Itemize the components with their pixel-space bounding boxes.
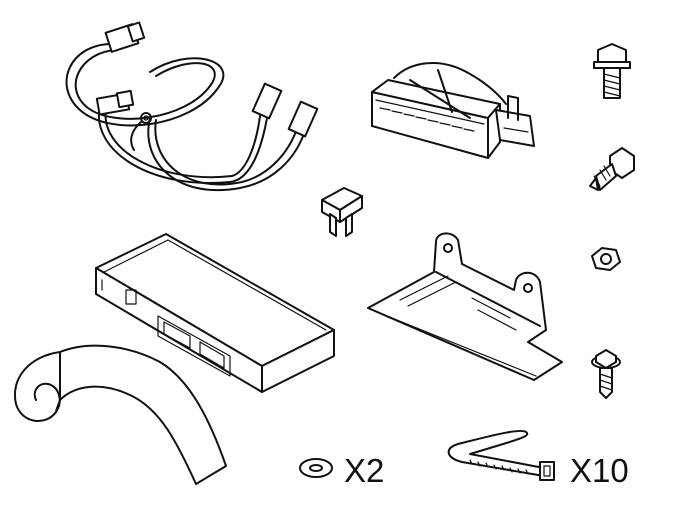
tape-icon bbox=[13, 344, 227, 485]
cable-tie-quantity: X10 bbox=[570, 452, 629, 489]
fuse-icon bbox=[321, 187, 363, 237]
bolt-icon bbox=[593, 43, 631, 99]
washer-icon bbox=[299, 458, 333, 478]
screw-icon-lower bbox=[591, 349, 621, 399]
wiring-harness-icon bbox=[65, 21, 319, 192]
nut-icon bbox=[591, 247, 621, 271]
cable-tie-icon bbox=[447, 429, 555, 481]
bracket-icon bbox=[367, 232, 563, 381]
washer-quantity: X2 bbox=[344, 452, 384, 489]
screw-icon bbox=[589, 147, 635, 191]
module-icon bbox=[95, 233, 335, 393]
connector-icon bbox=[371, 62, 535, 159]
